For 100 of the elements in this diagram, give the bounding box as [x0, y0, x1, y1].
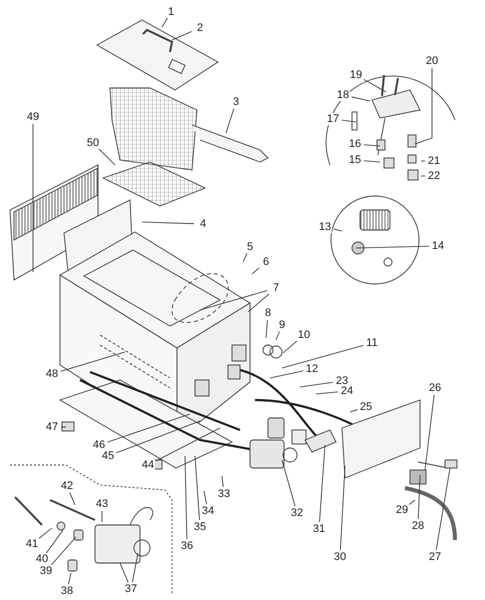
leader-line — [132, 552, 138, 583]
leader-line — [418, 474, 420, 520]
callout-number: 46 — [92, 439, 106, 451]
callout-number: 26 — [428, 382, 442, 394]
leader-line — [226, 108, 234, 134]
leader-line — [319, 444, 326, 522]
callout-number: 45 — [100, 450, 116, 462]
leader-line — [98, 148, 116, 166]
callout-number: 22 — [426, 170, 442, 182]
leader-line — [194, 456, 200, 520]
leader-line — [60, 352, 126, 372]
callout-number: 36 — [180, 540, 194, 552]
leader-line — [248, 293, 270, 312]
callout-number: 19 — [348, 69, 364, 81]
callout-number: 40 — [34, 553, 50, 565]
leader-line — [356, 246, 430, 248]
callout-number: 15 — [348, 154, 362, 166]
leader-line — [200, 290, 268, 310]
callout-number: 43 — [94, 498, 110, 510]
leader-line — [252, 267, 260, 274]
callout-number: 34 — [200, 505, 216, 517]
callout-number: 31 — [312, 523, 326, 535]
callout-number: 17 — [326, 113, 340, 125]
leader-line — [222, 476, 224, 488]
callout-number: 47 — [44, 421, 60, 433]
leader-line — [68, 572, 72, 585]
callout-number: 37 — [124, 583, 138, 595]
callout-number: 24 — [340, 385, 354, 397]
callout-number: 9 — [278, 319, 286, 331]
callout-number: 39 — [38, 565, 54, 577]
callout-number: 7 — [272, 282, 280, 294]
callout-number: 1 — [166, 6, 176, 18]
leader-line — [32, 124, 34, 272]
leader-line — [184, 456, 188, 540]
leader-line — [300, 382, 334, 388]
callout-number: 38 — [60, 585, 74, 597]
leader-line — [414, 68, 432, 144]
callout-number: 20 — [424, 55, 440, 67]
leader-line — [340, 466, 346, 550]
callout-number: 49 — [26, 111, 40, 123]
callout-number: 6 — [262, 256, 270, 268]
callout-number: 23 — [334, 375, 350, 387]
leader-line — [46, 530, 64, 554]
leader-line — [351, 96, 370, 102]
leader-line — [120, 562, 129, 583]
callout-number: 48 — [44, 368, 60, 380]
leader-line — [282, 460, 296, 507]
leader-line — [342, 120, 356, 122]
leader-line — [276, 331, 280, 340]
callout-number: 13 — [318, 221, 332, 233]
leader-line — [204, 490, 208, 505]
leader-line — [242, 252, 248, 262]
callout-number: 8 — [264, 307, 272, 319]
callout-number: 21 — [426, 155, 442, 167]
leader-line — [50, 536, 76, 566]
callout-number: 42 — [60, 480, 74, 492]
leader-line — [266, 320, 268, 338]
leader-line — [363, 79, 386, 92]
leader-line — [436, 468, 450, 550]
leader-line — [270, 370, 304, 378]
callout-number: 3 — [232, 96, 240, 108]
callout-number: 12 — [304, 363, 320, 375]
callout-number: 2 — [196, 22, 204, 34]
leader-line — [282, 345, 364, 368]
leader-line — [420, 160, 426, 162]
callout-number: 32 — [290, 507, 304, 519]
leader-line — [60, 426, 66, 428]
callout-number: 44 — [140, 459, 156, 471]
callout-number: 27 — [428, 551, 442, 563]
callout-number: 4 — [198, 218, 208, 230]
leader-line — [282, 340, 298, 354]
callout-number: 29 — [394, 504, 410, 516]
callout-number: 10 — [296, 329, 312, 341]
callout-number: 11 — [365, 337, 379, 349]
leader-line — [107, 414, 190, 442]
leader-line — [38, 528, 52, 539]
leader-line — [316, 391, 338, 394]
callout-number: 30 — [332, 551, 348, 563]
callout-number: 5 — [246, 241, 254, 253]
leader-line — [333, 228, 342, 232]
leader-line — [156, 428, 220, 462]
callout-number: 18 — [336, 89, 350, 101]
leader-line — [172, 31, 192, 40]
leader-line — [350, 409, 358, 412]
leader-line — [364, 160, 380, 162]
leader-line — [116, 420, 200, 454]
callout-number: 41 — [24, 538, 40, 550]
leader-line — [408, 500, 416, 505]
leader-line — [364, 144, 380, 146]
leader-line — [424, 394, 435, 470]
callout-number: 50 — [86, 137, 100, 149]
leader-line — [142, 222, 194, 224]
leader-line — [69, 492, 76, 506]
leader-line — [162, 18, 168, 28]
callout-number: 28 — [410, 520, 426, 532]
callout-number: 14 — [430, 240, 446, 252]
callout-number: 16 — [348, 138, 362, 150]
callout-number: 33 — [216, 488, 232, 500]
callout-number: 35 — [192, 521, 208, 533]
callout-number: 25 — [358, 401, 374, 413]
